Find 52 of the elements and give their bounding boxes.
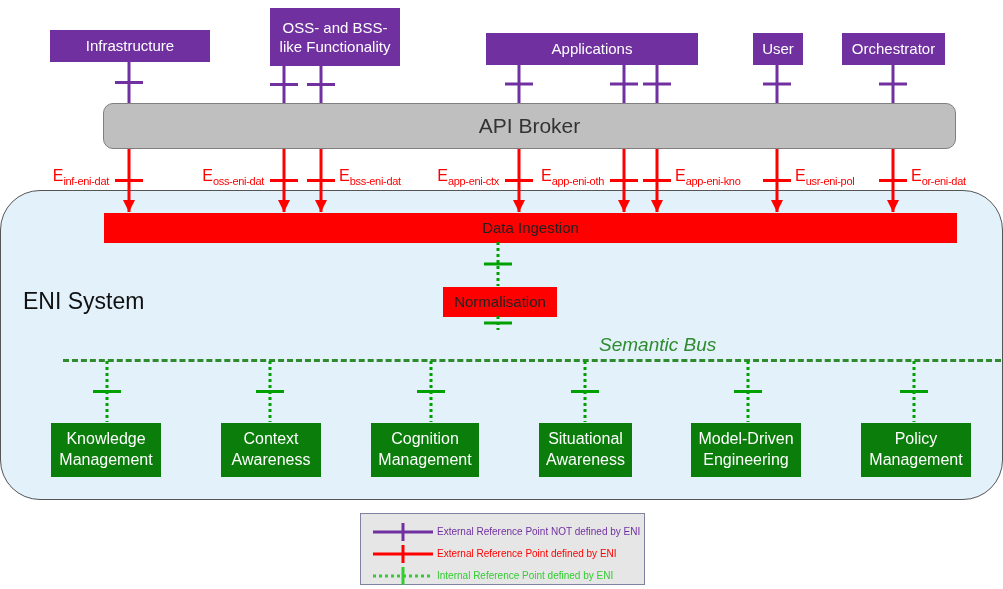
module-box: Policy Management	[861, 423, 971, 477]
module-box: Knowledge Management	[51, 423, 161, 477]
connector-line	[268, 361, 272, 422]
semantic-bus: Semantic Bus	[63, 331, 1001, 362]
broker-band: API Broker	[103, 103, 956, 149]
arrow	[278, 149, 290, 212]
connector-line	[282, 66, 286, 103]
arrow	[315, 149, 327, 212]
edge-label: E$_{inf-eni-dat}$	[51, 167, 110, 187]
connector-line	[496, 242, 500, 286]
source-box: OSS- and BSS-like Functionality	[270, 8, 400, 66]
connector-line	[496, 316, 500, 330]
connector-line	[912, 361, 916, 422]
connector-line	[429, 361, 433, 422]
arrow	[123, 149, 135, 212]
connector-line	[891, 65, 895, 103]
legend-text: External Reference Point defined by ENI	[437, 548, 617, 559]
arrow	[651, 149, 663, 212]
connector-line	[319, 66, 323, 103]
arrow	[618, 149, 630, 212]
edge-label: E$_{oss-eni-dat}$	[201, 167, 265, 187]
connector-line	[775, 65, 779, 103]
process-box: Data Ingestion	[104, 213, 957, 243]
edge-label: E$_{or-eni-dat}$	[910, 167, 967, 187]
source-box: User	[753, 33, 803, 65]
legend-text: Internal Reference Point defined by ENI	[437, 570, 614, 581]
system-title: ENI System	[23, 287, 145, 316]
edge-label: E$_{bss-eni-dat}$	[338, 167, 402, 187]
connector-line	[622, 65, 626, 103]
connector-line	[583, 361, 587, 422]
process-box: Normalisation	[443, 287, 557, 317]
arrow	[887, 149, 899, 212]
source-box: Applications	[486, 33, 698, 65]
arrow	[771, 149, 783, 212]
edge-label: E$_{app-eni-oth}$	[539, 167, 605, 187]
module-box: Cognition Management	[371, 423, 479, 477]
module-box: Model-Driven Engineering	[691, 423, 801, 477]
source-box: Orchestrator	[842, 33, 945, 65]
connector-line	[655, 65, 659, 103]
system-container	[0, 190, 1003, 500]
connector-line	[127, 62, 131, 103]
module-box: Context Awareness	[221, 423, 321, 477]
arrow	[513, 149, 525, 212]
source-box: Infrastructure	[50, 30, 210, 62]
edge-label: E$_{app-eni-ctx}$	[436, 167, 500, 187]
legend-text: External Reference Point NOT defined by ENI	[437, 526, 641, 537]
module-box: Situational Awareness	[539, 423, 632, 477]
connector-line	[105, 361, 109, 422]
connector-line	[746, 361, 750, 422]
edge-label: E$_{app-eni-kno}$	[674, 167, 742, 187]
edge-label: E$_{usr-eni-pol}$	[794, 167, 856, 187]
connector-line	[517, 65, 521, 103]
